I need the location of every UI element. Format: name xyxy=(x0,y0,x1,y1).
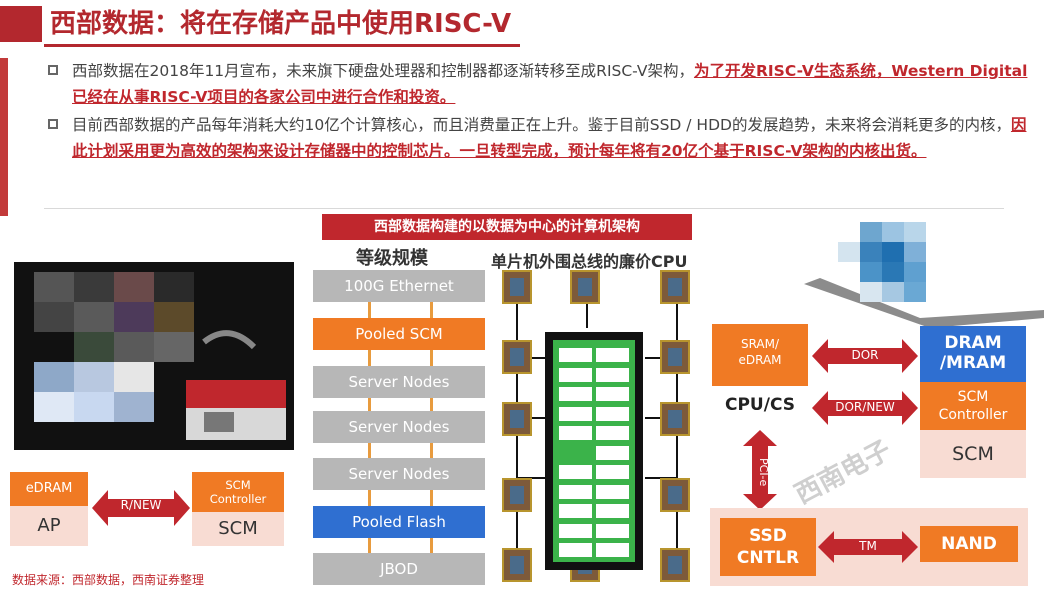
cpu-chip-icon xyxy=(660,478,690,512)
stack-title: 等级规模 xyxy=(356,248,428,269)
scm-block: SCM xyxy=(192,512,284,546)
bullet-list: 西部数据在2018年11月宣布，未来旗下硬盘处理器和控制器都逐渐转移至成RISC… xyxy=(44,58,1034,166)
stack-connector xyxy=(368,350,371,366)
cpu-chip-icon xyxy=(502,340,532,374)
cpu-chip-icon xyxy=(502,402,532,436)
core-cell xyxy=(559,504,592,518)
core-cell xyxy=(559,523,592,538)
bullet-1-highlight: 为了开发RISC-V生态系统，Western Digital已经在从事RISC-… xyxy=(72,62,1028,106)
stack-item: Server Nodes xyxy=(313,458,485,490)
tm-double-arrow xyxy=(818,531,918,563)
stack-connector xyxy=(430,538,433,553)
core-cell xyxy=(596,426,629,440)
stack-connector xyxy=(368,398,371,411)
core-cell xyxy=(559,426,592,440)
title-underline xyxy=(44,44,520,47)
stack-connector xyxy=(368,443,371,458)
cpu-chip-icon xyxy=(502,548,532,582)
square-bullet-icon xyxy=(48,119,58,129)
stack-item: Pooled SCM xyxy=(313,318,485,350)
cpu-chip-icon xyxy=(502,270,532,304)
r-new-double-arrow xyxy=(92,490,190,526)
section-divider xyxy=(44,208,1004,209)
cpu-chip-icon xyxy=(660,340,690,374)
stack-item: 100G Ethernet xyxy=(313,270,485,302)
core-cell xyxy=(559,387,592,401)
core-cell xyxy=(596,445,629,460)
cpu-chip-icon xyxy=(660,270,690,304)
bullet-item-1: 西部数据在2018年11月宣布，未来旗下硬盘处理器和控制器都逐渐转移至成RISC… xyxy=(44,58,1034,110)
laptop-photo xyxy=(800,218,1044,334)
dor-double-arrow xyxy=(812,339,918,373)
scm-controller-block: SCM Controller xyxy=(192,472,284,512)
stack-connector xyxy=(368,490,371,506)
dor-new-double-arrow xyxy=(812,391,918,425)
ssd-controller-block: SSD CNTLR xyxy=(720,518,816,576)
core-cell xyxy=(559,348,592,362)
stack-connector xyxy=(430,350,433,366)
stack-item: JBOD xyxy=(313,553,485,585)
cpu-chip-icon xyxy=(502,478,532,512)
dor-new-label: DOR/NEW xyxy=(835,400,895,414)
bullet-1-text: 西部数据在2018年11月宣布，未来旗下硬盘处理器和控制器都逐渐转移至成RISC… xyxy=(72,62,694,80)
core-cell xyxy=(596,387,629,401)
pcie-double-arrow xyxy=(743,430,777,510)
watermark: 西南电子 xyxy=(790,435,897,511)
core-cell xyxy=(559,465,592,479)
core-cell xyxy=(559,406,592,421)
ap-block: AP xyxy=(10,506,88,546)
right-scm-controller-block: SCM Controller xyxy=(920,382,1026,430)
core-cell xyxy=(559,367,592,382)
product-photo xyxy=(14,262,294,450)
stack-connector xyxy=(430,443,433,458)
cpu-chip-icon xyxy=(660,548,690,582)
title-accent-bar xyxy=(0,6,42,42)
core-cell xyxy=(596,348,629,362)
stack-item: Server Nodes xyxy=(313,366,485,398)
tm-label: TM xyxy=(859,539,877,553)
cpu-core-grid xyxy=(553,340,635,562)
source-footer: 数据来源：西部数据，西南证券整理 xyxy=(12,573,205,587)
cpu-chip-icon xyxy=(660,402,690,436)
stack-connector xyxy=(368,538,371,553)
core-cell xyxy=(559,484,592,499)
core-cell xyxy=(596,406,629,421)
pixelated-photo-image xyxy=(14,262,294,450)
page-title: 西部数据：将在存储产品中使用RISC-V xyxy=(50,9,512,39)
cpu-chip-icon xyxy=(570,270,600,304)
core-cell xyxy=(596,523,629,538)
core-cell xyxy=(559,543,592,557)
diagram-banner: 西部数据构建的以数据为中心的计算机架构 xyxy=(322,214,692,240)
pixelated-laptop-image xyxy=(804,222,1044,328)
r-new-label: R/NEW xyxy=(120,498,162,512)
stack-connector xyxy=(368,302,371,318)
side-accent-bar xyxy=(0,58,8,216)
stack-connector xyxy=(430,490,433,506)
bullet-2-text: 目前西部数据的产品每年消耗大约10亿个计算核心，而且消费量正在上升。鉴于目前SS… xyxy=(72,116,1011,134)
pcie-label: PCI-e xyxy=(757,458,770,487)
square-bullet-icon xyxy=(48,65,58,75)
edram-block: eDRAM xyxy=(10,472,88,506)
core-cell xyxy=(596,543,629,557)
bullet-item-2: 目前西部数据的产品每年消耗大约10亿个计算核心，而且消费量正在上升。鉴于目前SS… xyxy=(44,112,1034,164)
stack-connector xyxy=(430,302,433,318)
stack-item: Pooled Flash xyxy=(313,506,485,538)
stack-connector xyxy=(430,398,433,411)
core-cell xyxy=(596,367,629,382)
core-cell xyxy=(596,484,629,499)
sram-edram-block: SRAM/ eDRAM xyxy=(712,324,808,386)
nand-block: NAND xyxy=(920,526,1018,562)
cpu-title: 单片机外围总线的廉价CPU xyxy=(491,252,688,271)
right-scm-block: SCM xyxy=(920,430,1026,478)
core-cell xyxy=(596,465,629,479)
core-cell xyxy=(596,504,629,518)
bullet-2-highlight: 因此计划采用更为高效的架构来设计存储器中的控制芯片。一旦转型完成，预计每年将有2… xyxy=(72,116,1027,160)
stack-item: Server Nodes xyxy=(313,411,485,443)
dram-mram-block: DRAM /MRAM xyxy=(920,326,1026,382)
cpu-cs-block: CPU/CS xyxy=(712,386,808,424)
dor-label: DOR xyxy=(851,348,879,362)
